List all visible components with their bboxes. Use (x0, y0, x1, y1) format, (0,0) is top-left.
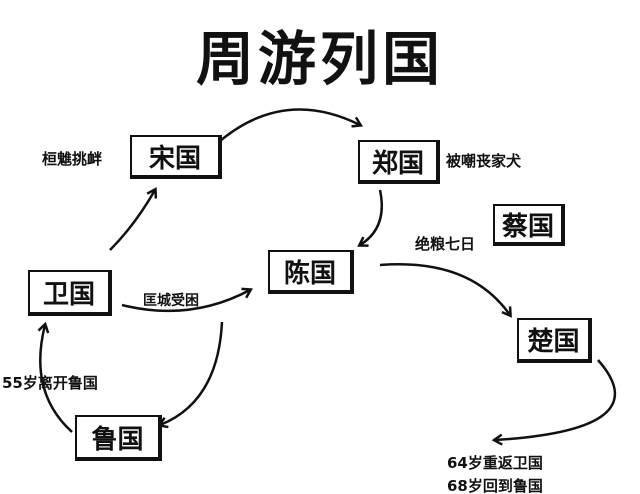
arrow-wei-to-chen (121, 290, 250, 313)
state-chen: 陈国 (268, 250, 354, 294)
arrow-lu-to-wei (40, 325, 73, 433)
event-return-lu: 68岁回到鲁国 (447, 477, 543, 494)
state-wei: 卫国 (28, 270, 112, 316)
state-chu: 楚国 (517, 318, 592, 363)
state-zheng: 郑国 (358, 140, 440, 184)
state-lu: 鲁国 (75, 415, 162, 461)
state-song: 宋国 (130, 135, 222, 179)
event-zheng: 被嘲丧家犬 (446, 152, 522, 170)
event-return-wei: 64岁重返卫国 (447, 454, 543, 472)
arrow-zheng-to-chen (360, 189, 384, 245)
arrow-wei-to-song (109, 190, 155, 251)
arrow-chen-to-lu (160, 321, 224, 425)
event-leave-lu: 55岁离开鲁国 (2, 374, 98, 392)
arrow-song-to-zheng (211, 108, 360, 149)
arrow-chu-to-wei (495, 359, 617, 440)
diagram-title: 周游列国 (195, 25, 444, 93)
event-kuang: 匡城受困 (143, 293, 199, 309)
arrow-chen-to-chu (379, 263, 510, 315)
event-cai: 绝粮七日 (415, 235, 476, 253)
state-cai: 蔡国 (493, 204, 565, 246)
event-song: 桓魋挑衅 (42, 150, 103, 168)
